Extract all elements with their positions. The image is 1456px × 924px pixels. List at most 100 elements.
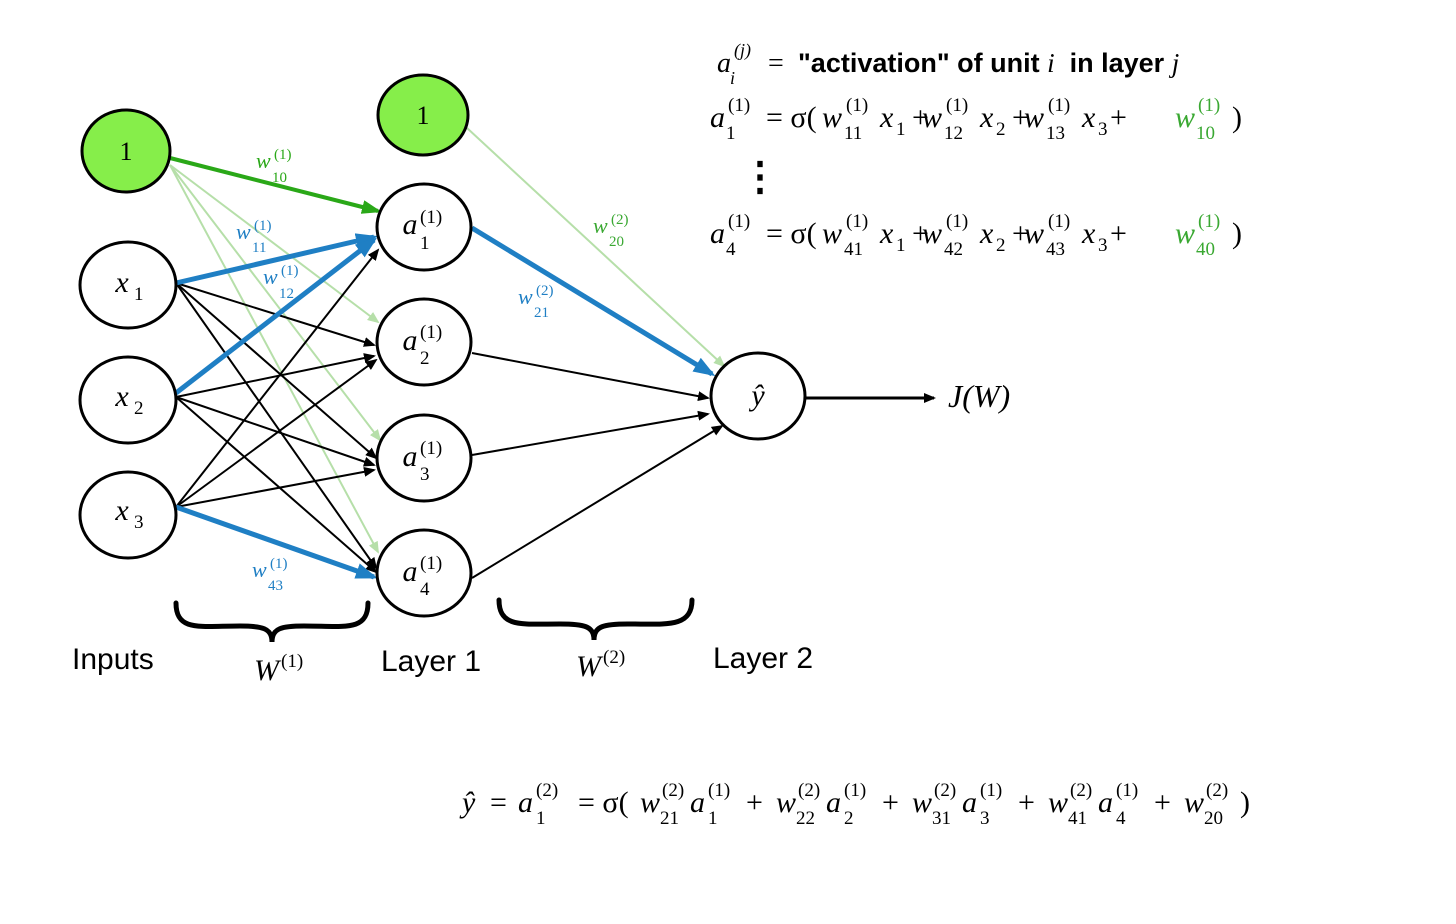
svg-text:"activation" of unit i in lay: "activation" of unit i in layer j	[798, 48, 1179, 78]
activation-subscript: 3	[980, 808, 990, 829]
input-symbol: x	[1081, 217, 1096, 250]
bias-weight-subscript: 40	[1196, 239, 1215, 260]
svg-text:w: w	[236, 219, 251, 244]
svg-text:x: x	[114, 380, 129, 413]
input-symbol: x	[1081, 101, 1096, 134]
bias-weight-superscript: (2)	[1206, 780, 1228, 801]
bias-weight-subscript: 10	[1196, 123, 1215, 144]
weight-symbol: w	[822, 217, 842, 250]
edge-x3-a2	[175, 358, 378, 508]
lhs-superscript: (1)	[728, 211, 750, 232]
svg-text:(1): (1)	[420, 207, 442, 228]
activation-superscript: (1)	[1116, 780, 1138, 801]
layer-labels: Inputs Layer 1 Layer 2 W (1) W (2)	[72, 597, 813, 687]
input-subscript: 3	[1098, 235, 1108, 256]
plus-sign: +	[1018, 786, 1035, 819]
weight-superscript: (1)	[1048, 211, 1070, 232]
weight-subscript: 43	[1046, 239, 1065, 260]
loss-label: J(W)	[948, 378, 1010, 414]
weight-subscript: 22	[796, 808, 815, 829]
vertical-ellipsis: ⋮	[740, 154, 780, 199]
svg-text:(j): (j)	[734, 40, 751, 61]
inputs-label: Inputs	[72, 643, 154, 676]
brace-w1	[173, 600, 371, 643]
hidden-node-a1: a (1) 1	[375, 182, 473, 272]
plus-sign: +	[1012, 217, 1029, 250]
activation-subscript: 2	[844, 808, 854, 829]
weight-superscript: (2)	[662, 780, 684, 801]
input-symbol: x	[879, 101, 894, 134]
svg-text:1: 1	[120, 137, 133, 166]
edges	[169, 127, 936, 580]
weight-label-w20: w (2) 20	[593, 212, 629, 250]
lhs-subscript: 4	[726, 239, 736, 260]
edge-a1-yhat	[470, 225, 716, 377]
svg-text:a: a	[403, 440, 418, 473]
plus-sign: +	[1012, 101, 1029, 134]
bias-edge-a4	[169, 164, 379, 554]
activation-symbol: a	[690, 786, 705, 819]
layer2-label: Layer 2	[713, 642, 813, 675]
svg-text:(1): (1)	[420, 438, 442, 459]
output-node-yhat: ŷ	[709, 351, 807, 441]
input-subscript: 2	[996, 235, 1006, 256]
svg-text:a: a	[403, 324, 418, 357]
weight-superscript: (1)	[1048, 95, 1070, 116]
edge-x1-a3	[175, 282, 378, 460]
weight-symbol: w	[922, 101, 942, 134]
lhs-superscript: (1)	[728, 95, 750, 116]
weight-subscript: 42	[944, 239, 963, 260]
edge-x3-a1	[175, 248, 380, 508]
lhs-subscript: 1	[726, 123, 736, 144]
w1-label: W (1)	[254, 651, 303, 687]
svg-text:a: a	[717, 48, 731, 79]
bias-edge-a2	[169, 164, 380, 324]
equals: =	[490, 786, 507, 819]
close-paren: )	[1232, 101, 1242, 134]
output-yhat: ŷ	[459, 786, 476, 819]
weight-superscript: (1)	[846, 211, 868, 232]
plus-sign: +	[882, 786, 899, 819]
activation-symbol: a	[826, 786, 841, 819]
activation-subscript: 1	[708, 808, 718, 829]
weight-label-w21: w (2) 21	[518, 283, 554, 321]
input-subscript: 1	[896, 119, 906, 140]
weight-superscript: (2)	[798, 780, 820, 801]
svg-text:(2): (2)	[611, 212, 629, 228]
plus-sign: +	[1110, 101, 1127, 134]
input-symbol: x	[979, 217, 994, 250]
plus-sign: +	[1110, 217, 1127, 250]
svg-text:(1): (1)	[281, 263, 299, 279]
layer1-label: Layer 1	[381, 645, 481, 678]
input-node-x3: x 3	[78, 470, 178, 560]
svg-text:21: 21	[534, 305, 549, 321]
close-paren: )	[1232, 217, 1242, 250]
definition-equation: a (j) i = "activation" of unit i in laye…	[717, 40, 1179, 88]
plus-sign: +	[912, 101, 929, 134]
svg-text:(1): (1)	[274, 147, 292, 163]
svg-text:(1): (1)	[281, 651, 303, 672]
edge-x2-a1	[174, 237, 378, 395]
weight-subscript: 21	[660, 808, 679, 829]
input-bias-node: 1	[80, 108, 172, 194]
edge-x2-a3	[175, 396, 376, 467]
edge-bias-a1	[169, 156, 382, 214]
weight-subscript: 12	[944, 123, 963, 144]
weight-symbol: w	[1024, 217, 1044, 250]
equals-sigma: = σ(	[766, 217, 817, 250]
input-symbol: x	[979, 101, 994, 134]
weight-symbol: w	[1024, 101, 1044, 134]
nodes: 1 x 1 x 2 x 3 1 a (1) 1 a	[78, 73, 1010, 618]
weight-symbol: w	[922, 217, 942, 250]
edge-x2-a4	[175, 396, 378, 574]
edge-x1-a4	[175, 282, 378, 570]
input-subscript: 1	[896, 235, 906, 256]
bias-weight-subscript: 20	[1204, 808, 1223, 829]
weight-label-w43: w (1) 43	[252, 556, 288, 594]
weight-symbol: w	[1048, 786, 1068, 819]
svg-text:2: 2	[134, 398, 144, 419]
bias-weight-superscript: (1)	[1198, 95, 1220, 116]
input-node-x1: x 1	[78, 240, 178, 330]
svg-text:x: x	[114, 494, 129, 527]
